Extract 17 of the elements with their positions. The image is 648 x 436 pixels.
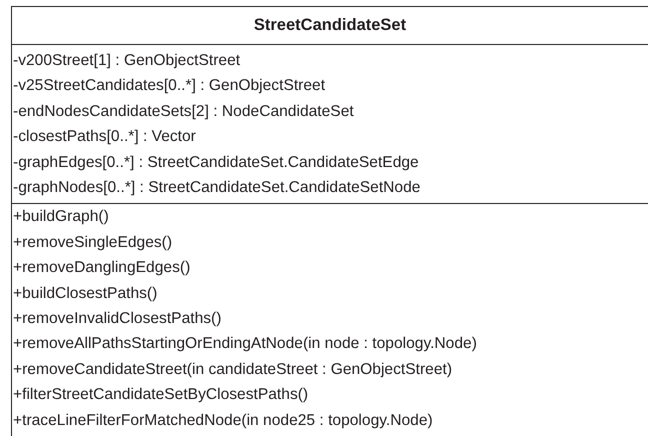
class-name: StreetCandidateSet — [254, 16, 406, 35]
operation: +buildGraph() — [13, 207, 109, 228]
attribute: -closestPaths[0..*] : Vector — [13, 127, 196, 148]
operation: +traceLineFilterForMatchedNode(in node25 : topology.Node) — [13, 410, 433, 431]
operation: +removeAllPathsStartingOrEndingAtNode(in node : topology.Node) — [13, 334, 477, 354]
attribute: -endNodesCandidateSets[2] : NodeCandidateSet — [13, 102, 354, 122]
attribute: -graphEdges[0..*] : StreetCandidateSet.CandidateSetEdge — [13, 152, 419, 173]
attribute: -graphNodes[0..*] : StreetCandidateSet.CandidateSetNode — [13, 178, 420, 198]
operation: +removeDanglingEdges() — [13, 258, 190, 278]
operation: +removeInvalidClosestPaths() — [13, 309, 222, 330]
operation: +filterStreetCandidateSetByClosestPaths() — [13, 385, 308, 406]
operation: +removeCandidateStreet(in candidateStreet : GenObjectStreet) — [13, 360, 452, 380]
operation: +removeSingleEdges() — [13, 232, 172, 253]
attribute: -v200Street[1] : GenObjectStreet — [13, 51, 240, 71]
uml-class-box — [11, 6, 648, 436]
attribute: -v25StreetCandidates[0..*] : GenObjectStreet — [13, 76, 326, 96]
operation: +buildClosestPaths() — [13, 284, 158, 304]
